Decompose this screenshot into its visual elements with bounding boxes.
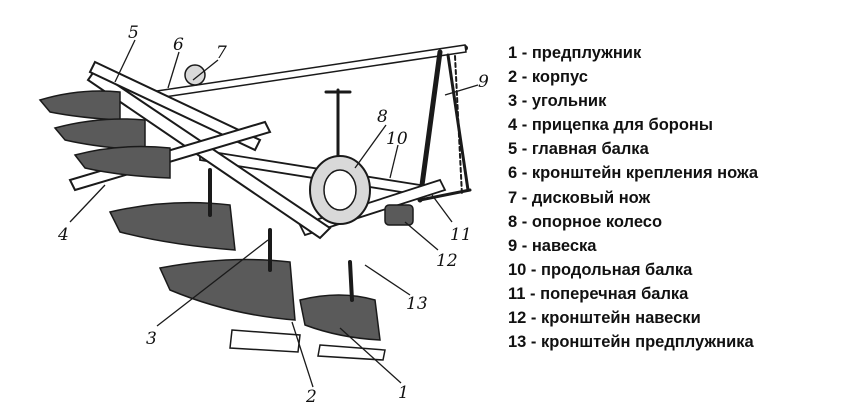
- callout-8: 8: [377, 107, 388, 127]
- callout-4: 4: [57, 225, 69, 245]
- callout-7: 7: [216, 43, 227, 63]
- legend-item: 7 - дисковый нож: [508, 188, 651, 207]
- callout-5: 5: [128, 23, 139, 43]
- callout-leader-lines: [69, 39, 479, 388]
- legend-item: 6 - кронштейн крепления ножа: [508, 164, 759, 183]
- legend-item: 13 - кронштейн предплужника: [508, 333, 754, 352]
- callout-11: 11: [450, 225, 472, 245]
- legend-item: 1 - предплужник: [508, 44, 642, 62]
- legend-item: 10 - продольная балка: [508, 260, 693, 279]
- callout-6: 6: [173, 35, 184, 55]
- legend-item: 3 - угольник: [508, 92, 607, 111]
- callout-13: 13: [406, 294, 428, 314]
- legend-item: 12 - кронштейн навески: [508, 309, 701, 328]
- callout-9: 9: [478, 72, 489, 92]
- callout-1: 1: [398, 383, 409, 403]
- legend-item: 8 - опорное колесо: [508, 212, 663, 231]
- legend-item: 4 - прицепка для бороны: [508, 116, 713, 135]
- plough-diagram: 5 6 7 9 8 10 4 11 12 13 3 2 1: [38, 23, 489, 407]
- plough-drawing: [38, 44, 472, 361]
- callout-12: 12: [436, 251, 458, 271]
- legend-item: 2 - корпус: [508, 68, 588, 87]
- legend-item: 9 - навеска: [508, 236, 597, 255]
- legend-item: 11 - поперечная балка: [508, 284, 689, 303]
- parts-legend: 1 - предплужник 2 - корпус 3 - угольник …: [508, 41, 858, 354]
- callout-3: 3: [146, 329, 157, 349]
- legend-item: 5 - главная балка: [508, 140, 649, 159]
- callout-10: 10: [386, 129, 408, 149]
- callout-2: 2: [305, 387, 317, 407]
- callout-labels: 5 6 7 9 8 10 4 11 12 13 3 2 1: [57, 23, 489, 407]
